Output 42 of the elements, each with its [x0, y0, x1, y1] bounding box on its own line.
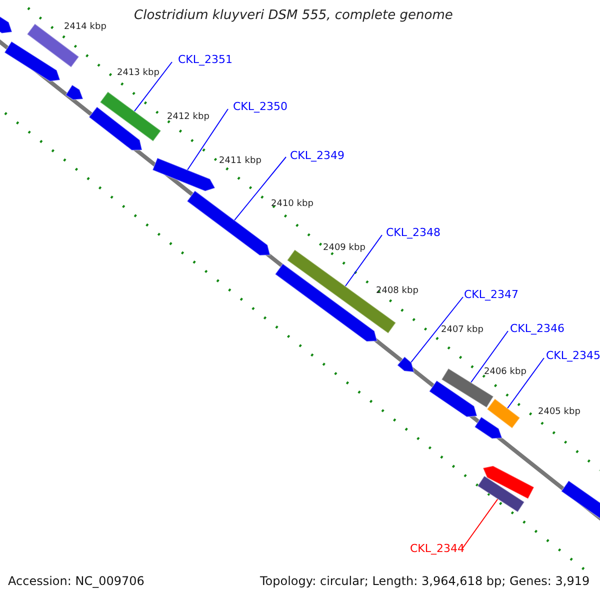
title: Clostridium kluyveri DSM 555, complete genome [134, 8, 453, 23]
footer-text: Topology: circular; Length: 3,964,618 bp; Genes: 3,919 [260, 574, 590, 588]
gene-label: CKL_2349 [290, 149, 345, 162]
gene-feature [152, 157, 216, 192]
gene-label: CKL_2344 [410, 542, 465, 555]
gene-feature [65, 84, 84, 100]
gene-label: CKL_2350 [233, 100, 288, 113]
gene-feature [4, 40, 61, 82]
position-label: 2413 kbp [117, 68, 160, 78]
footer-text: Accession: NC_009706 [8, 574, 144, 588]
position-label: 2412 kbp [167, 112, 210, 122]
position-label: 2409 kbp [323, 243, 366, 253]
gene-bar [560, 480, 600, 520]
leader-line [186, 108, 228, 170]
gene-label: CKL_2346 [510, 322, 565, 335]
position-label: 2406 kbp [484, 367, 526, 377]
leader-line [134, 62, 172, 112]
gene-label: CKL_2348 [386, 226, 441, 239]
gene-bar [486, 398, 521, 429]
leader-line [234, 156, 286, 221]
position-label: 2405 kbp [538, 407, 580, 417]
gene-label: CKL_2347 [464, 288, 519, 301]
gene-bar [99, 91, 162, 142]
gene-feature [88, 106, 143, 151]
gene-feature [474, 416, 503, 440]
position-label: 2407 kbp [441, 325, 484, 335]
gene-feature [396, 356, 415, 373]
position-label: 2408 kbp [376, 286, 418, 296]
gene-label: CKL_2351 [178, 53, 233, 66]
position-label: 2414 kbp [64, 22, 106, 32]
leader-line [410, 296, 464, 363]
leader-line [470, 330, 508, 383]
leader-line [506, 358, 544, 409]
leader-line [462, 498, 498, 550]
leader-line [344, 234, 382, 287]
gene-feature [186, 190, 271, 256]
gene-feature [482, 465, 535, 500]
gene-label: CKL_2345 [546, 349, 600, 362]
gene-feature [274, 263, 378, 342]
gene-feature [428, 380, 478, 418]
position-label: 2411 kbp [219, 156, 262, 166]
gene-bar [477, 475, 525, 513]
